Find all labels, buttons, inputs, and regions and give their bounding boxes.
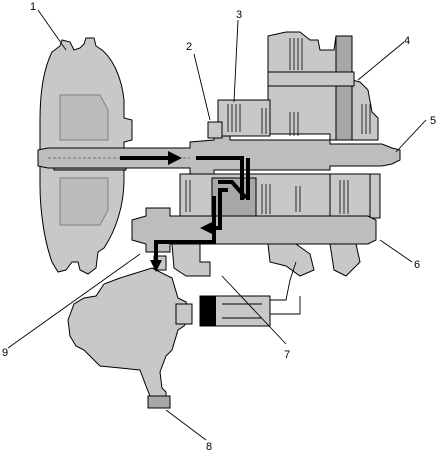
lower-gear-assembly — [153, 243, 361, 277]
differential-housing — [67, 267, 193, 409]
callout-4: 4 — [404, 35, 410, 47]
middle-gear-assembly — [179, 173, 381, 221]
callout-7: 7 — [284, 349, 290, 361]
power-flow-path — [120, 151, 250, 272]
callout-2: 2 — [186, 41, 192, 53]
upper-clutch-assembly — [207, 31, 379, 141]
callout-6: 6 — [414, 259, 420, 271]
callout-5: 5 — [430, 115, 436, 127]
callout-3: 3 — [236, 9, 242, 21]
callout-labels: 1 2 3 4 5 6 7 8 9 — [2, 1, 436, 452]
callout-8: 8 — [206, 441, 212, 452]
callout-9: 9 — [2, 347, 8, 359]
callout-leaders — [7, 9, 427, 441]
callout-1: 1 — [30, 1, 36, 13]
servo-actuator — [199, 261, 301, 327]
